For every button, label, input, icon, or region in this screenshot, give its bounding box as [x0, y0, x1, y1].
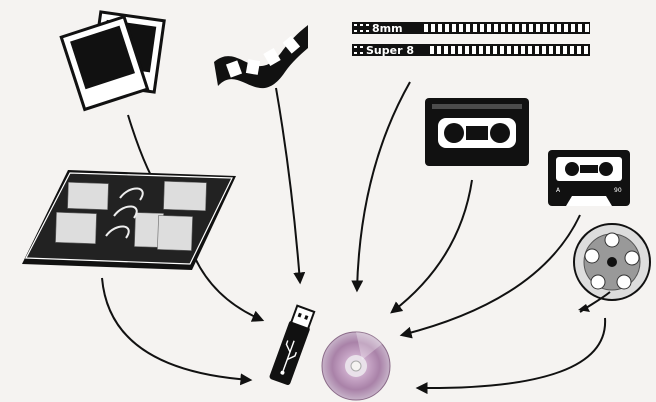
- film-frame: [458, 46, 462, 54]
- vhs-tape-icon: [425, 98, 529, 166]
- film-frame: [507, 46, 511, 54]
- film-frame: [437, 46, 441, 54]
- film-strip-super8: Super 8: [352, 44, 590, 57]
- film-frame: [445, 24, 449, 32]
- film-frame: [514, 46, 518, 54]
- film-frame: [480, 24, 484, 32]
- film-frame: [459, 24, 463, 32]
- arrow-cassette-to-dvd: [402, 215, 580, 335]
- film-frame: [438, 24, 442, 32]
- film-frame: [500, 46, 504, 54]
- arrow-reel-to-dvd: [418, 318, 605, 388]
- film-frame: [451, 46, 455, 54]
- film-frame: [521, 46, 525, 54]
- photo-prints-icon: [61, 12, 164, 110]
- film-frame: [564, 24, 568, 32]
- film-label-super8: Super 8: [366, 44, 414, 57]
- arrow-album-to-usb: [195, 258, 262, 320]
- film-label-8mm: 8mm: [372, 22, 403, 35]
- photo-album-icon: [22, 170, 236, 270]
- film-frame: [486, 46, 490, 54]
- dvd-disc-icon: [322, 332, 390, 400]
- film-frame: [487, 24, 491, 32]
- film-frame: [549, 46, 553, 54]
- arrow-8mm-to-dvd: [357, 82, 410, 290]
- film-frame: [444, 46, 448, 54]
- arrow-filmstrip-to-usb: [276, 88, 300, 282]
- film-frame: [479, 46, 483, 54]
- cassette-length-label: 90: [614, 187, 622, 194]
- film-frame: [515, 24, 519, 32]
- film-frame: [556, 46, 560, 54]
- film-frame: [494, 24, 498, 32]
- film-frame: [557, 24, 561, 32]
- film-frame: [578, 24, 582, 32]
- film-frame: [472, 46, 476, 54]
- film-frame: [536, 24, 540, 32]
- film-frame: [577, 46, 581, 54]
- film-frame: [542, 46, 546, 54]
- audio-cassette-icon: A 90: [548, 150, 630, 206]
- film-frame: [431, 24, 435, 32]
- film-frame: [522, 24, 526, 32]
- film-frame: [465, 46, 469, 54]
- film-frame: [535, 46, 539, 54]
- film-frame: [493, 46, 497, 54]
- film-frame: [570, 46, 574, 54]
- film-frame: [529, 24, 533, 32]
- film-frame: [452, 24, 456, 32]
- film-frame: [563, 46, 567, 54]
- film-frame: [501, 24, 505, 32]
- film-frame: [508, 24, 512, 32]
- film-frame: [466, 24, 470, 32]
- film-frame: [584, 46, 588, 54]
- 8mm-super8-film-icon: 8mm Super 8: [352, 22, 590, 57]
- film-frame: [571, 24, 575, 32]
- film-reel-icon: [574, 224, 650, 312]
- film-frame: [585, 24, 589, 32]
- film-frame: [430, 46, 434, 54]
- arrow-vhs-to-dvd: [392, 180, 472, 312]
- film-frame: [543, 24, 547, 32]
- film-frame: [424, 24, 428, 32]
- film-frame: [550, 24, 554, 32]
- film-strip-8mm: 8mm: [352, 22, 590, 35]
- film-frame: [473, 24, 477, 32]
- film-frame: [528, 46, 532, 54]
- film-strip-icon: [214, 25, 308, 88]
- usb-drive-icon: [269, 305, 316, 386]
- arrow-album-down-to-usb: [102, 278, 250, 380]
